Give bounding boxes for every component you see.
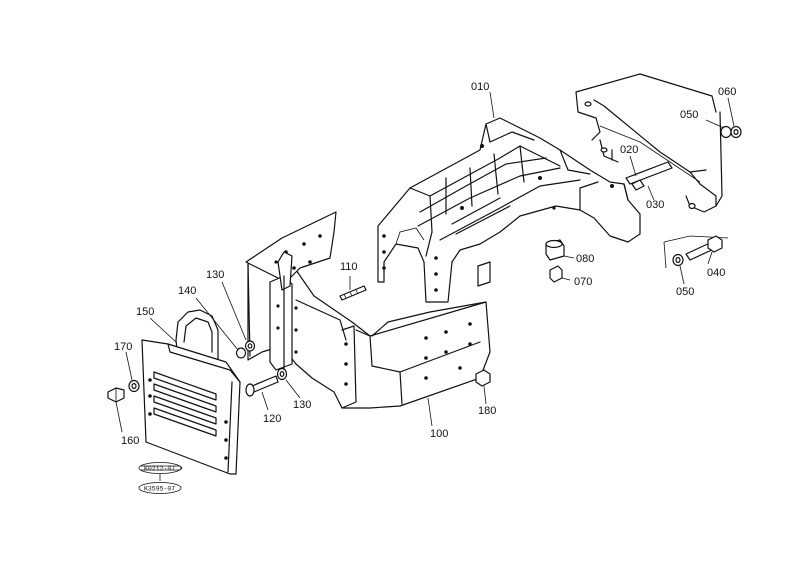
vertical-bar — [269, 251, 298, 371]
front-bracket-010 — [377, 117, 641, 303]
reference-code-1: K0212-07 — [144, 466, 175, 473]
part-label-040: 040 — [707, 267, 725, 279]
reference-code-2: K3595-07 — [144, 486, 175, 493]
tractor-frame-section — [575, 73, 729, 269]
hardware — [107, 125, 742, 403]
part-label-020: 020 — [620, 144, 638, 156]
part-labels: 010 020 030 040 050 050 060 070 080 100 … — [114, 81, 736, 447]
part-label-130-upper: 130 — [206, 269, 224, 281]
part-label-140: 140 — [178, 285, 196, 297]
part-label-100: 100 — [430, 428, 448, 440]
part-label-160: 160 — [121, 435, 139, 447]
part-label-060: 060 — [718, 86, 736, 98]
part-label-010: 010 — [471, 81, 489, 93]
part-label-050-lower: 050 — [676, 286, 694, 298]
part-label-050-upper: 050 — [680, 109, 698, 121]
reference-codes: K0212-07 K3595-07 — [138, 462, 183, 494]
part-label-180: 180 — [478, 405, 496, 417]
part-label-070: 070 — [574, 276, 592, 288]
part-label-110: 110 — [340, 261, 358, 273]
part-label-080: 080 — [576, 253, 594, 265]
part-label-130-lower: 130 — [293, 399, 311, 411]
part-label-150: 150 — [136, 306, 154, 318]
part-label-030: 030 — [646, 199, 664, 211]
leader-lines — [115, 91, 735, 433]
part-label-120: 120 — [263, 413, 281, 425]
front-grille-150 — [141, 339, 241, 475]
part-label-170: 170 — [114, 341, 132, 353]
